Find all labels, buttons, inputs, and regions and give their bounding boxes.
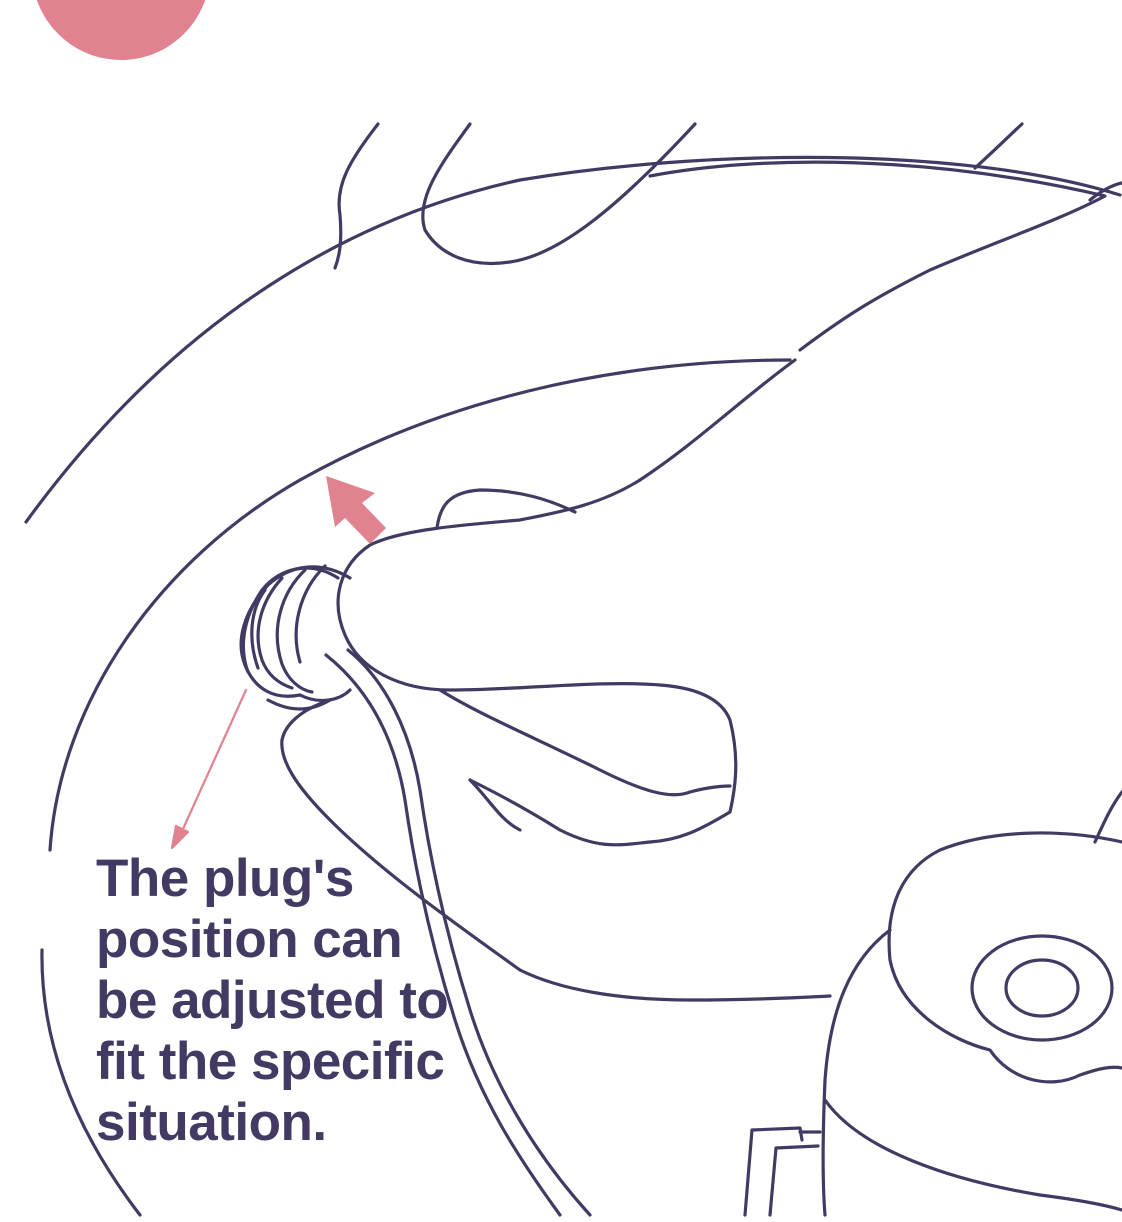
caption-text: The plug's position can be adjusted to f… bbox=[96, 848, 476, 1153]
head-outline bbox=[26, 157, 1120, 522]
caption-line: position can bbox=[96, 909, 476, 970]
plug bbox=[241, 566, 350, 709]
caption-line: The plug's bbox=[96, 848, 476, 909]
pump-device bbox=[745, 792, 1122, 1215]
thin-arrow-down-left-icon bbox=[172, 690, 246, 848]
thick-arrow-up-left-icon bbox=[326, 476, 386, 544]
ear-ring bbox=[50, 360, 790, 850]
caption-line: be adjusted to bbox=[96, 970, 476, 1031]
caption-line: situation. bbox=[96, 1092, 476, 1153]
caption-line: fit the specific bbox=[96, 1031, 476, 1092]
